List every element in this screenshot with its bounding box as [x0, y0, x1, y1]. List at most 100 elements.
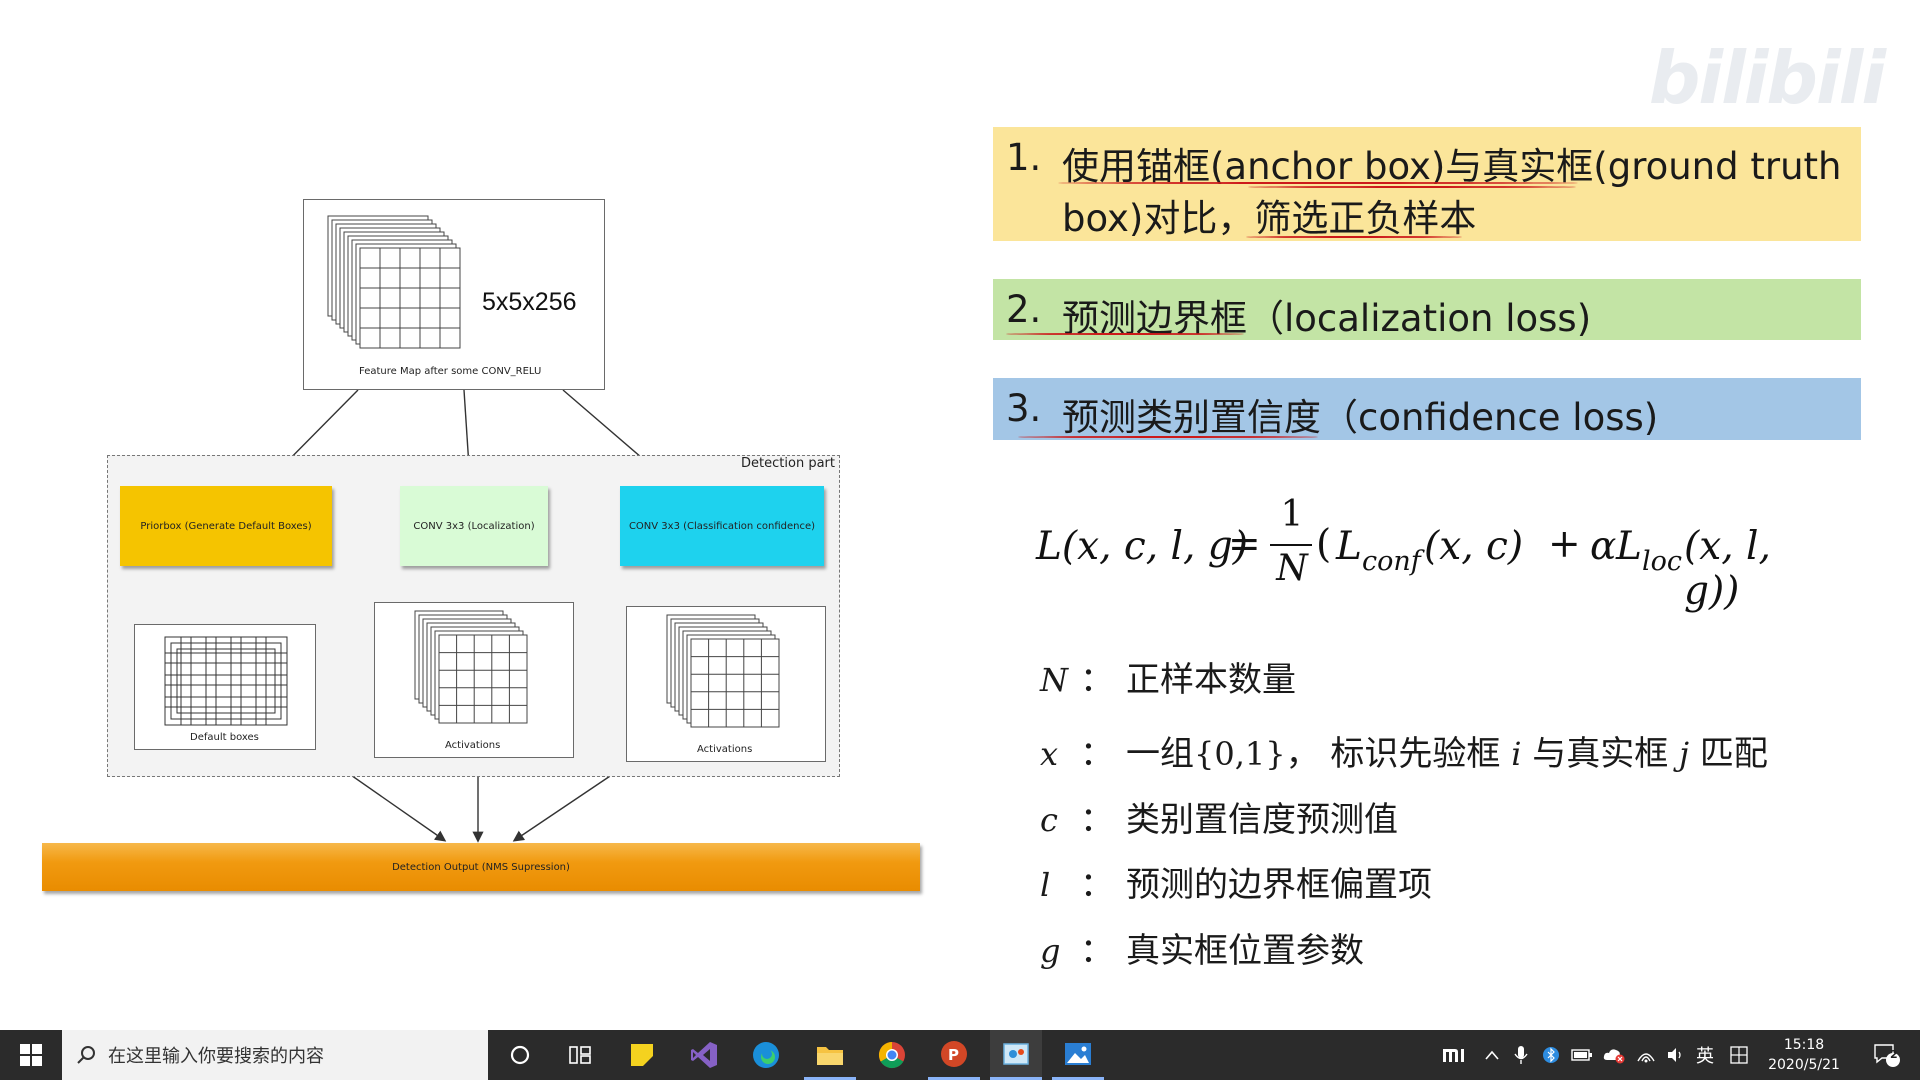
search-placeholder: 在这里输入你要搜索的内容: [108, 1046, 324, 1067]
taskbar-app-paint[interactable]: [990, 1030, 1042, 1080]
tray-volume[interactable]: [1662, 1030, 1690, 1080]
wifi-icon: [1637, 1053, 1655, 1063]
cortana-button[interactable]: [496, 1030, 544, 1080]
taskbar-clock[interactable]: 15:18 2020/5/21: [1758, 1030, 1850, 1080]
activations-caption-localization: Activations: [445, 740, 501, 751]
definition-text-part: 一组: [1126, 734, 1194, 774]
sticky-notes-icon: [631, 1044, 653, 1066]
taskbar-app-sticky-notes[interactable]: [618, 1030, 666, 1080]
definition-symbol: N: [1040, 661, 1068, 699]
formula-fraction-numerator: 1: [1280, 494, 1304, 535]
taskbar-app-visual-studio[interactable]: [680, 1030, 728, 1080]
definition-text: 正样本数量: [1126, 660, 1296, 700]
task-view-button[interactable]: [556, 1030, 604, 1080]
notification-icon: [1874, 1044, 1900, 1067]
step-3-text: 预测类别置信度（confidence loss): [1062, 396, 1659, 439]
tray-overflow-chevron[interactable]: [1480, 1030, 1504, 1080]
tray-cloud-sync[interactable]: [1600, 1030, 1628, 1080]
edge-icon: [753, 1042, 779, 1068]
definition-colon: ：: [1080, 660, 1114, 700]
file-explorer-icon: [817, 1046, 843, 1065]
tray-battery[interactable]: [1568, 1030, 1596, 1080]
step-1-line-1: 使用锚框(anchor box)与真实框(ground truth: [1062, 145, 1842, 188]
detection-part-label: Detection part: [741, 456, 835, 471]
definition-index-j: j: [1679, 735, 1690, 773]
formula-open-paren: (: [1316, 522, 1332, 567]
start-button[interactable]: [0, 1030, 62, 1080]
tray-bluetooth[interactable]: [1538, 1030, 1564, 1080]
definition-colon: ：: [1080, 931, 1114, 971]
tray-wifi[interactable]: [1632, 1030, 1660, 1080]
definition-symbol: g: [1040, 932, 1061, 970]
definition-text-part: 与真实框: [1521, 734, 1680, 774]
formula-conf-args: (x, c): [1424, 524, 1524, 569]
formula-loc-L: L: [1616, 524, 1642, 569]
cloud-error-icon: [1603, 1049, 1625, 1064]
definition-N: N ： 正样本数量: [1040, 652, 1296, 701]
activations-box-classification: Activations: [626, 606, 826, 762]
default-boxes-caption: Default boxes: [190, 732, 259, 743]
detection-output-bar: Detection Output (NMS Supression): [42, 843, 920, 891]
underline-annotation: [1006, 333, 1244, 335]
formula-loc-subscript: loc: [1642, 546, 1683, 577]
definition-symbol: l: [1040, 866, 1051, 904]
step-2-band: [993, 279, 1861, 340]
conv-localization-block: CONV 3x3 (Localization): [400, 486, 548, 566]
battery-icon: [1571, 1049, 1592, 1061]
taskbar-search-box[interactable]: 在这里输入你要搜索的内容: [62, 1030, 488, 1080]
definition-text: 类别置信度预测值: [1126, 800, 1398, 840]
definition-index-i: i: [1511, 735, 1522, 773]
visual-studio-icon: [691, 1042, 717, 1068]
underline-annotation: [1248, 186, 1576, 188]
formula-fraction-bar: [1270, 544, 1312, 546]
microphone-icon: [1514, 1046, 1528, 1064]
chevron-up-icon: [1485, 1050, 1499, 1060]
mi-icon: [1443, 1049, 1464, 1062]
formula-plus: +: [1548, 522, 1581, 567]
feature-map-box: 5x5x256 Feature Map after some CONV_RELU: [303, 199, 605, 390]
step-1-number: 1.: [1006, 136, 1042, 179]
conv-classification-block: CONV 3x3 (Classification confidence): [620, 486, 824, 566]
definition-colon: ：: [1080, 800, 1114, 840]
tray-mi-icon[interactable]: [1438, 1030, 1472, 1080]
definition-set: {0,1}: [1194, 735, 1286, 773]
definition-colon: ：: [1080, 734, 1114, 774]
loss-formula: L(x, c, l, g) = 1 N ( L conf (x, c) + α …: [1036, 494, 1816, 614]
activations-caption-classification: Activations: [697, 744, 753, 755]
tray-ime-language[interactable]: 英: [1696, 1046, 1714, 1067]
feature-map-dims: 5x5x256: [482, 288, 577, 316]
tray-ime-mode[interactable]: [1724, 1030, 1754, 1080]
formula-fraction-denominator: N: [1276, 548, 1308, 589]
step-3-number: 3.: [1006, 387, 1042, 430]
definition-text-part: 匹配: [1689, 734, 1768, 774]
definition-symbol: c: [1040, 801, 1058, 839]
priorbox-block: Priorbox (Generate Default Boxes): [120, 486, 332, 566]
taskbar-app-chrome[interactable]: [866, 1030, 918, 1080]
clock-date: 2020/5/21: [1768, 1057, 1840, 1073]
taskbar-app-file-explorer[interactable]: [804, 1030, 856, 1080]
taskbar-app-photos[interactable]: [1052, 1030, 1104, 1080]
ime-grid-icon: [1730, 1046, 1748, 1064]
formula-conf-L: L: [1336, 524, 1362, 569]
formula-loc-args: (x, l, g)): [1684, 524, 1771, 614]
paint-icon: [1003, 1042, 1029, 1065]
formula-lhs: L(x, c, l, g): [1036, 524, 1248, 569]
definition-text-part: ， 标识先验框: [1285, 734, 1512, 774]
taskbar-app-edge[interactable]: [742, 1030, 790, 1080]
activations-grid-icon: [414, 610, 528, 724]
notification-center-button[interactable]: 2: [1862, 1030, 1912, 1080]
step-1-band: [993, 127, 1861, 241]
step-1-line-2: box)对比，筛选正负样本: [1062, 197, 1477, 240]
bilibili-watermark: bilibili: [1648, 36, 1886, 120]
start-icon: [20, 1044, 42, 1066]
taskbar-app-powerpoint[interactable]: P: [928, 1030, 980, 1080]
feature-map-caption: Feature Map after some CONV_RELU: [359, 366, 542, 377]
definition-symbol: x: [1040, 735, 1059, 773]
activations-box-localization: Activations: [374, 602, 574, 758]
definition-text: 真实框位置参数: [1126, 931, 1364, 971]
formula-equals: =: [1228, 522, 1261, 567]
feature-map-grid-icon: [327, 215, 461, 349]
underline-annotation: [1246, 236, 1462, 238]
tray-microphone[interactable]: [1508, 1030, 1534, 1080]
default-boxes-box: Default boxes: [134, 624, 316, 750]
